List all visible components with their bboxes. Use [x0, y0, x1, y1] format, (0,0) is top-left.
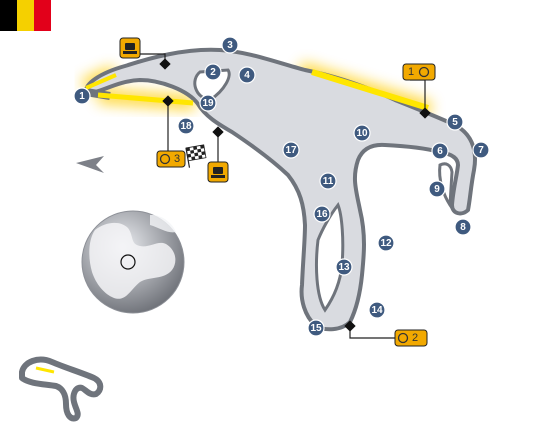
- corner-marker-5: 5: [446, 113, 464, 131]
- corner-number: 7: [478, 145, 484, 156]
- corner-number: 14: [371, 305, 383, 316]
- corner-marker-4: 4: [238, 66, 256, 84]
- corner-number: 10: [356, 128, 368, 139]
- mini-track-map: [19, 356, 104, 422]
- drs-line-2: [97, 92, 194, 106]
- svg-text:1: 1: [408, 66, 414, 78]
- corner-number: 13: [338, 262, 350, 273]
- drs-zone-badge-1: 1: [402, 63, 436, 81]
- drs-zone-badge-2: 2: [394, 329, 428, 347]
- corner-marker-13: 13: [335, 258, 353, 276]
- corner-marker-17: 17: [282, 141, 300, 159]
- corner-number: 4: [244, 70, 250, 81]
- corner-number: 17: [285, 145, 297, 156]
- corner-marker-6: 6: [431, 142, 449, 160]
- corner-marker-2: 2: [204, 63, 222, 81]
- corner-number: 18: [180, 121, 192, 132]
- globe-icon: [81, 210, 185, 314]
- svg-text:2: 2: [412, 332, 418, 344]
- corner-number: 19: [202, 98, 214, 109]
- corner-number: 11: [323, 176, 334, 187]
- checkered-flag-icon: [185, 144, 207, 168]
- flag-stripe-red: [34, 0, 51, 31]
- corner-number: 15: [310, 323, 322, 334]
- corner-number: 16: [316, 209, 328, 220]
- corner-marker-7: 7: [472, 141, 490, 159]
- corner-marker-14: 14: [368, 301, 386, 319]
- corner-number: 3: [227, 40, 233, 51]
- corner-marker-9: 9: [428, 180, 446, 198]
- timer-icon: [397, 332, 409, 344]
- drs-line-1: [85, 73, 117, 90]
- corner-marker-3: 3: [221, 36, 239, 54]
- corner-marker-12: 12: [377, 234, 395, 252]
- corner-marker-15: 15: [307, 319, 325, 337]
- corner-number: 12: [380, 238, 392, 249]
- corner-marker-11: 11: [319, 172, 337, 190]
- corner-marker-16: 16: [313, 205, 331, 223]
- corner-number: 8: [460, 222, 466, 233]
- direction-arrow-icon: [76, 156, 104, 173]
- corner-marker-19: 19: [199, 94, 217, 112]
- timer-icon: [418, 66, 430, 78]
- corner-number: 5: [452, 117, 458, 128]
- flag-stripe-yellow: [17, 0, 34, 31]
- corner-number: 2: [210, 67, 216, 78]
- belgium-flag: [0, 0, 51, 31]
- drs-zone-badge-3: 3: [156, 150, 186, 168]
- timer-icon: [159, 153, 171, 165]
- corner-number: 9: [434, 184, 440, 195]
- detection-diamonds: [159, 58, 431, 332]
- corner-marker-10: 10: [353, 124, 371, 142]
- corner-marker-18: 18: [177, 117, 195, 135]
- drs-detection-icon: [119, 37, 141, 59]
- corner-number: 6: [437, 146, 443, 157]
- svg-text:3: 3: [174, 153, 180, 165]
- flag-stripe-black: [0, 0, 17, 31]
- infield-right: [438, 162, 454, 210]
- corner-marker-1: 1: [73, 87, 91, 105]
- drs-line-3: [311, 69, 429, 111]
- corner-marker-8: 8: [454, 218, 472, 236]
- drs-detection-icon: [207, 161, 229, 183]
- corner-number: 1: [79, 91, 85, 102]
